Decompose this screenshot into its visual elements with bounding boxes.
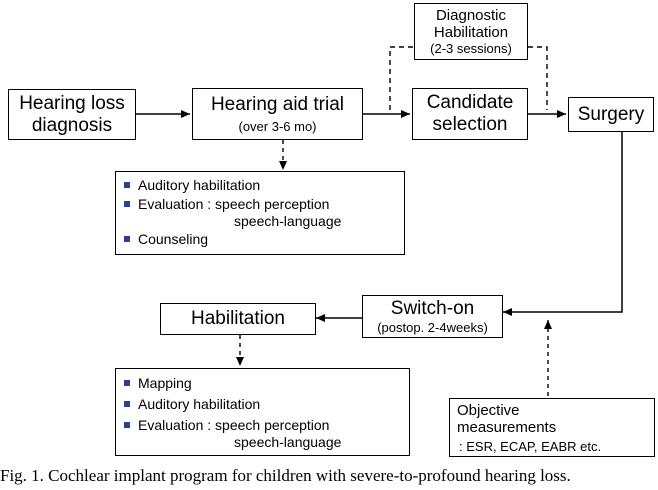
- surgery-box: Surgery: [568, 97, 654, 132]
- candidate-selection-box: Candidate selection: [412, 88, 528, 140]
- habilitation-activities-list: Mapping Auditory habilitation Evaluation…: [124, 374, 341, 450]
- bullet-icon: [124, 236, 130, 242]
- habilitation-title: Habilitation: [191, 308, 285, 329]
- arrow-surgery-to-switchon: [503, 132, 623, 316]
- list-item: Counseling: [124, 230, 341, 249]
- hearing-aid-trial-title: Hearing aid trial: [210, 94, 345, 115]
- hearing-loss-diagnosis-box: Hearing loss diagnosis: [8, 89, 136, 140]
- list-item-text: Evaluation : speech perception: [138, 196, 330, 212]
- diagnostic-line2: Habilitation: [433, 24, 509, 41]
- hearing-aid-trial-subtitle: (over 3-6 mo): [238, 119, 317, 134]
- list-item-continuation: speech-language: [234, 434, 342, 450]
- switch-on-subtitle: (postop. 2-4weeks): [377, 320, 488, 335]
- diagnostic-habilitation-box: Diagnostic Habilitation (2-3 sessions): [414, 3, 528, 60]
- list-item: Auditory habilitation: [124, 395, 341, 414]
- list-item-text: Auditory habilitation: [138, 177, 261, 193]
- habilitation-activities-box: Mapping Auditory habilitation Evaluation…: [115, 368, 410, 456]
- trial-activities-box: Auditory habilitation Evaluation : speec…: [115, 171, 405, 255]
- bullet-icon: [124, 380, 130, 386]
- bullet-icon: [124, 182, 130, 188]
- list-item-text: Evaluation : speech perception: [138, 417, 330, 433]
- list-item: Auditory habilitation: [124, 176, 341, 195]
- list-item-text: Auditory habilitation: [138, 396, 261, 412]
- hearing-aid-trial-box: Hearing aid trial (over 3-6 mo): [192, 88, 363, 140]
- diagnostic-line3: (2-3 sessions): [430, 41, 512, 56]
- candidate-line1: Candidate: [426, 92, 514, 113]
- switch-on-title: Switch-on: [390, 298, 475, 319]
- bullet-icon: [124, 422, 130, 428]
- candidate-line2: selection: [432, 114, 508, 135]
- bullet-icon: [124, 401, 130, 407]
- objective-line2: measurements: [457, 419, 557, 436]
- list-item-continuation: speech-language: [234, 213, 342, 229]
- bullet-icon: [124, 201, 130, 207]
- habilitation-box: Habilitation: [160, 303, 316, 335]
- objective-line3: : ESR, ECAP, EABR etc.: [459, 439, 602, 454]
- switch-on-box: Switch-on (postop. 2-4weeks): [362, 295, 503, 338]
- objective-line1: Objective: [457, 402, 520, 419]
- hearing-loss-line1: Hearing loss: [19, 92, 125, 114]
- objective-measurements-box: Objective measurements : ESR, ECAP, EABR…: [449, 398, 655, 457]
- dashed-diagnostic-bracket-right: [528, 46, 548, 110]
- list-item-text: Mapping: [138, 375, 192, 391]
- list-item: Mapping: [124, 374, 341, 393]
- list-item-text: Counseling: [138, 231, 209, 247]
- dashed-diagnostic-bracket: [389, 46, 414, 110]
- trial-activities-list: Auditory habilitation Evaluation : speec…: [124, 176, 341, 249]
- surgery-title: Surgery: [577, 103, 645, 125]
- figure-caption: Fig. 1. Cochlear implant program for chi…: [0, 466, 571, 485]
- diagnostic-line1: Diagnostic: [435, 7, 507, 24]
- hearing-loss-line2: diagnosis: [31, 114, 113, 136]
